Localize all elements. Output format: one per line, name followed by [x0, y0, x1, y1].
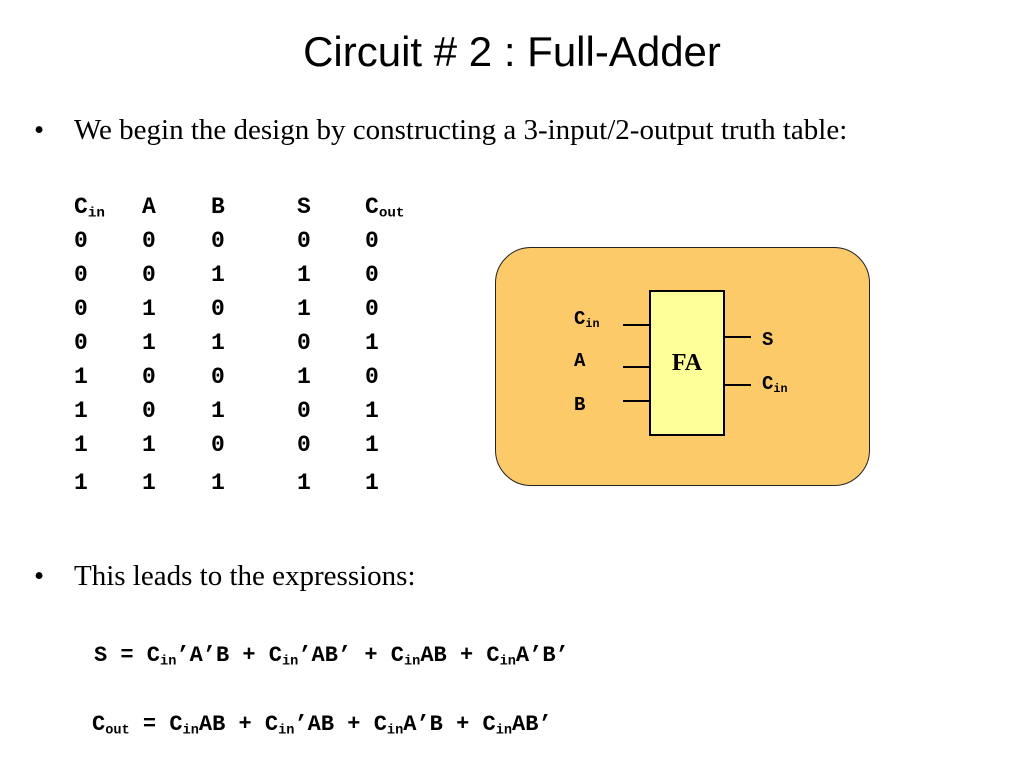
fa-block-label: FA: [671, 349, 703, 376]
equation-term: S = C: [94, 643, 161, 668]
equation-subscript: in: [278, 723, 295, 739]
table-cell: 0: [297, 398, 311, 424]
bullet-expressions: • This leads to the expressions:: [34, 559, 634, 595]
output-wire-cin: [725, 384, 751, 386]
equation-term: ’AB’ + C: [298, 643, 404, 668]
equation-subscript: in: [182, 723, 199, 739]
table-cell: 1: [297, 296, 311, 322]
equation-sum: S = Cin’A’B + Cin’AB’ + CinAB + CinA’B’: [94, 642, 569, 670]
table-cell: 1: [211, 398, 225, 424]
input-label-a: A: [574, 350, 586, 372]
bullet-dot: •: [34, 560, 45, 592]
table-cell: 1: [365, 330, 379, 356]
table-cell: 0: [211, 432, 225, 458]
table-cell: 0: [142, 364, 156, 390]
table-cell: 1: [74, 398, 88, 424]
table-cell: 1: [297, 470, 311, 496]
table-cell: 1: [211, 470, 225, 496]
output-label-cin: Cin: [762, 373, 788, 396]
table-cell: 0: [211, 364, 225, 390]
equation-term: A’B + C: [403, 712, 496, 737]
table-cell: 1: [74, 470, 88, 496]
table-cell: 1: [365, 432, 379, 458]
equation-subscript: in: [403, 654, 421, 670]
table-cell: 0: [74, 228, 88, 254]
equation-term: ’AB + C: [294, 712, 387, 737]
input-label-cin: Cin: [574, 308, 600, 331]
slide-title: Circuit # 2 : Full-Adder: [303, 28, 721, 75]
table-cell: 1: [297, 262, 311, 288]
input-wire-cin: [623, 324, 649, 326]
table-cell: 0: [297, 330, 311, 356]
equation-term: C: [92, 712, 106, 737]
table-cell: 1: [142, 432, 156, 458]
equation-term: = C: [129, 712, 183, 737]
equation-term: A’B’: [515, 643, 569, 668]
input-wire-b: [623, 400, 649, 402]
table-cell: 1: [74, 364, 88, 390]
equation-subscript: in: [499, 654, 516, 670]
table-cell: 1: [142, 470, 156, 496]
table-cell: 1: [365, 470, 379, 496]
header-s: S: [297, 194, 311, 220]
equation-term: AB + C: [420, 643, 500, 668]
table-cell: 1: [142, 330, 156, 356]
table-cell: 0: [211, 228, 225, 254]
equation-term: AB’: [512, 712, 552, 737]
full-adder-diagram: FA Cin A B S Cin: [495, 247, 870, 486]
bullet-truth-table: • We begin the design by constructing a …: [34, 113, 1004, 149]
table-cell: 0: [142, 262, 156, 288]
table-cell: 0: [365, 296, 379, 322]
input-label-b: B: [574, 394, 586, 416]
table-cell: 0: [142, 228, 156, 254]
input-wire-a: [623, 366, 649, 368]
table-cell: 1: [211, 330, 225, 356]
table-cell: 0: [297, 228, 311, 254]
header-a: A: [142, 194, 156, 220]
table-cell: 0: [365, 262, 379, 288]
equation-subscript: out: [105, 723, 130, 739]
equation-subscript: in: [386, 723, 404, 739]
table-cell: 0: [74, 296, 88, 322]
equation-carry-out: Cout = CinAB + Cin’AB + CinA’B + CinAB’: [92, 711, 552, 739]
table-cell: 0: [211, 296, 225, 322]
table-cell: 0: [365, 228, 379, 254]
equation-subscript: in: [160, 654, 177, 670]
table-cell: 0: [74, 330, 88, 356]
bullet-dot: •: [34, 114, 45, 146]
output-wire-s: [725, 336, 751, 338]
table-cell: 0: [297, 432, 311, 458]
table-cell: 0: [74, 262, 88, 288]
table-cell: 1: [211, 262, 225, 288]
bullet-text: We begin the design by constructing a 3-…: [74, 114, 848, 146]
output-label-s: S: [762, 329, 774, 351]
table-cell: 1: [74, 432, 88, 458]
equation-term: AB + C: [198, 712, 279, 737]
bullet-text: This leads to the expressions:: [74, 560, 416, 592]
table-cell: 0: [365, 364, 379, 390]
table-cell: 1: [142, 296, 156, 322]
header-cout: Cout: [365, 194, 405, 222]
table-cell: 1: [297, 364, 311, 390]
equation-subscript: in: [495, 723, 513, 739]
table-cell: 1: [365, 398, 379, 424]
header-cin: Cin: [74, 194, 105, 222]
equation-term: ’A’B + C: [176, 643, 282, 668]
table-cell: 0: [142, 398, 156, 424]
fa-block: FA: [649, 290, 725, 436]
equation-subscript: in: [282, 654, 299, 670]
header-b: B: [211, 194, 225, 220]
